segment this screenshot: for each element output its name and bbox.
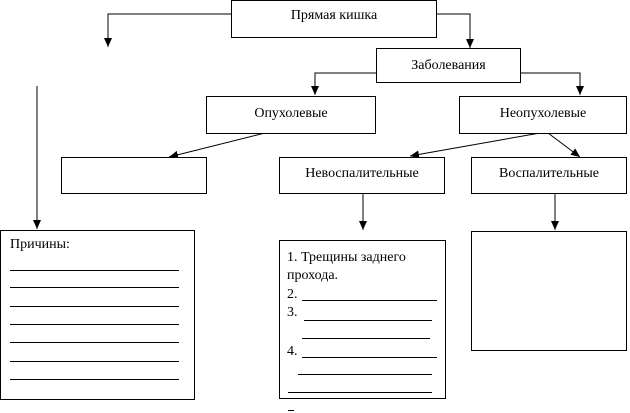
arrow-diseases-to-tumor xyxy=(311,72,376,95)
list-item3-number: 3. xyxy=(287,305,298,320)
node-tumor-blank xyxy=(61,157,207,194)
arrow-root-to-diseases xyxy=(436,13,474,48)
node-diseases: Заболевания xyxy=(376,48,521,83)
inflammatory-blank-box xyxy=(471,231,627,351)
causes-blank-line xyxy=(10,306,179,307)
node-tumor-label: Опухолевые xyxy=(254,106,328,121)
node-nontumor: Неопухолевые xyxy=(459,96,627,134)
arrow-tumor-to-empty-box xyxy=(168,132,266,159)
list-blank-line xyxy=(302,338,430,339)
list-item4-blank xyxy=(302,357,437,358)
list-item3-blank xyxy=(304,320,432,321)
noninflammatory-list-box: 1. Трещины заднего прохода. 2. 3. 4. xyxy=(279,240,446,399)
causes-blank-line xyxy=(10,270,179,271)
node-root-label: Прямая кишка xyxy=(290,8,378,23)
causes-title: Причины: xyxy=(10,237,70,252)
causes-blank-line xyxy=(10,342,179,343)
list-blank-line xyxy=(288,392,432,393)
arrow-diseases-to-nontumor xyxy=(520,72,584,95)
list-item1-line2: прохода. xyxy=(287,268,339,283)
list-blank-line xyxy=(298,374,432,375)
list-item2-number: 2. xyxy=(287,287,298,302)
arrow-root-left xyxy=(104,13,231,47)
arrow-nontumor-to-noninflammatory xyxy=(409,132,541,159)
node-inflammatory-label: Воспалительные xyxy=(498,166,600,181)
node-inflammatory: Воспалительные xyxy=(471,157,627,194)
causes-box: Причины: xyxy=(0,230,195,400)
node-nontumor-label: Неопухолевые xyxy=(499,106,587,121)
node-root: Прямая кишка xyxy=(231,0,437,38)
node-diseases-label: Заболевания xyxy=(411,58,486,73)
causes-blank-line xyxy=(10,361,179,362)
node-noninflammatory-label: Невоспалительные xyxy=(305,166,419,181)
list-item1-line1: 1. Трещины заднего xyxy=(287,250,406,265)
list-item2-blank xyxy=(302,300,437,301)
arrow-nontumor-to-inflammatory xyxy=(547,132,581,158)
stray-dash xyxy=(288,410,294,411)
list-item4-number: 4. xyxy=(287,344,298,359)
node-tumor: Опухолевые xyxy=(206,96,376,134)
causes-blank-line xyxy=(10,287,179,288)
causes-blank-line xyxy=(10,324,179,325)
node-noninflammatory: Невоспалительные xyxy=(279,157,445,194)
causes-blank-line xyxy=(10,379,179,380)
